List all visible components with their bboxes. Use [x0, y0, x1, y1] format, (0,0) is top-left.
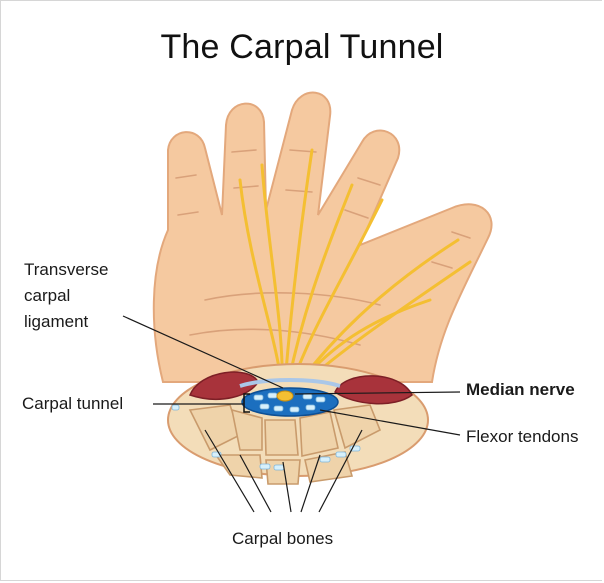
label-carpal-tunnel: Carpal tunnel	[22, 392, 123, 416]
label-median-nerve: Median nerve	[466, 378, 575, 402]
label-transverse-line2: carpal	[24, 284, 70, 308]
label-flexor-tendons: Flexor tendons	[466, 425, 578, 449]
label-carpal-bones: Carpal bones	[232, 527, 333, 551]
label-transverse-line1: Transverse	[24, 258, 108, 282]
median-nerve	[277, 391, 293, 401]
wrist-cross-section	[168, 364, 428, 484]
hand	[154, 93, 492, 395]
label-transverse-line3: ligament	[24, 310, 88, 334]
